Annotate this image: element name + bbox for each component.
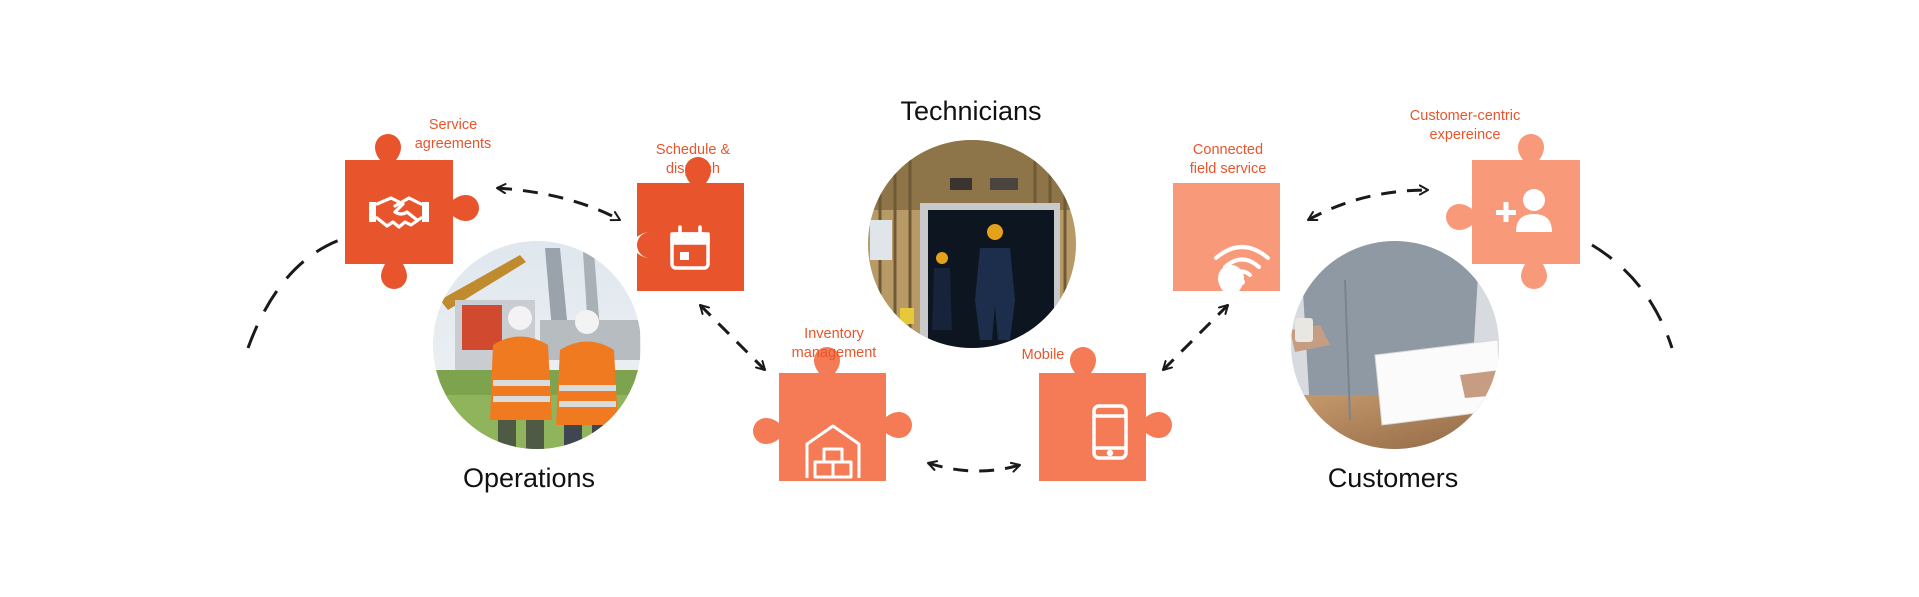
heading-technicians: Technicians xyxy=(900,96,1042,126)
right-dashed-arc xyxy=(1591,243,1674,349)
heading-customers: Customers xyxy=(1327,463,1459,493)
label-connected-field-service: Connected field service xyxy=(1190,141,1267,179)
left-dashed-arc xyxy=(246,236,346,349)
label-service-agreements-line1: Service xyxy=(428,117,478,133)
label-schedule-dispatch-line2: dispatch xyxy=(665,161,721,177)
label-service-agreements: Service agreements xyxy=(415,116,492,154)
heading-operations: Operations xyxy=(462,463,596,493)
arrow-inventory-mobile xyxy=(928,463,1020,471)
arrow-mobile-connected xyxy=(1161,303,1230,372)
puzzle-piece-connected-field-service xyxy=(1173,183,1280,291)
operations-photo xyxy=(433,241,641,449)
label-connected-field-service-line1: Connected xyxy=(1192,142,1264,158)
label-connected-field-service-line2: field service xyxy=(1189,161,1267,177)
add-user-icon xyxy=(1496,189,1552,232)
arrow-connected-customer xyxy=(1308,190,1428,222)
puzzle-piece-service-agreements xyxy=(345,134,479,289)
label-inventory-management-line2: management xyxy=(791,345,877,361)
label-mobile-line1: Mobile xyxy=(1021,347,1065,363)
label-customer-centric-line1: Customer-centric xyxy=(1409,108,1521,124)
label-schedule-dispatch: Schedule & dispatch xyxy=(656,141,730,179)
label-inventory-management: Inventory management xyxy=(792,325,877,363)
puzzle-piece-mobile xyxy=(1039,347,1172,481)
puzzle-piece-inventory-management xyxy=(753,347,912,481)
label-customer-centric: Customer-centric expereince xyxy=(1410,107,1520,145)
warehouse-boxes-icon xyxy=(805,424,861,479)
label-mobile: Mobile xyxy=(1022,346,1065,365)
label-inventory-management-line1: Inventory xyxy=(804,326,864,342)
label-customer-centric-line2: expereince xyxy=(1429,127,1501,143)
calendar-icon xyxy=(670,225,710,270)
label-service-agreements-line2: agreements xyxy=(414,136,492,152)
arrow-service-schedule xyxy=(497,188,620,222)
handshake-icon xyxy=(369,196,429,229)
wifi-icon xyxy=(1214,245,1270,285)
customers-photo xyxy=(1291,241,1499,449)
label-schedule-dispatch-line1: Schedule & xyxy=(655,142,731,158)
puzzle-piece-schedule-dispatch xyxy=(637,157,744,291)
smartphone-icon xyxy=(1092,404,1128,460)
arrow-schedule-inventory xyxy=(698,303,767,372)
technicians-photo xyxy=(868,140,1076,348)
